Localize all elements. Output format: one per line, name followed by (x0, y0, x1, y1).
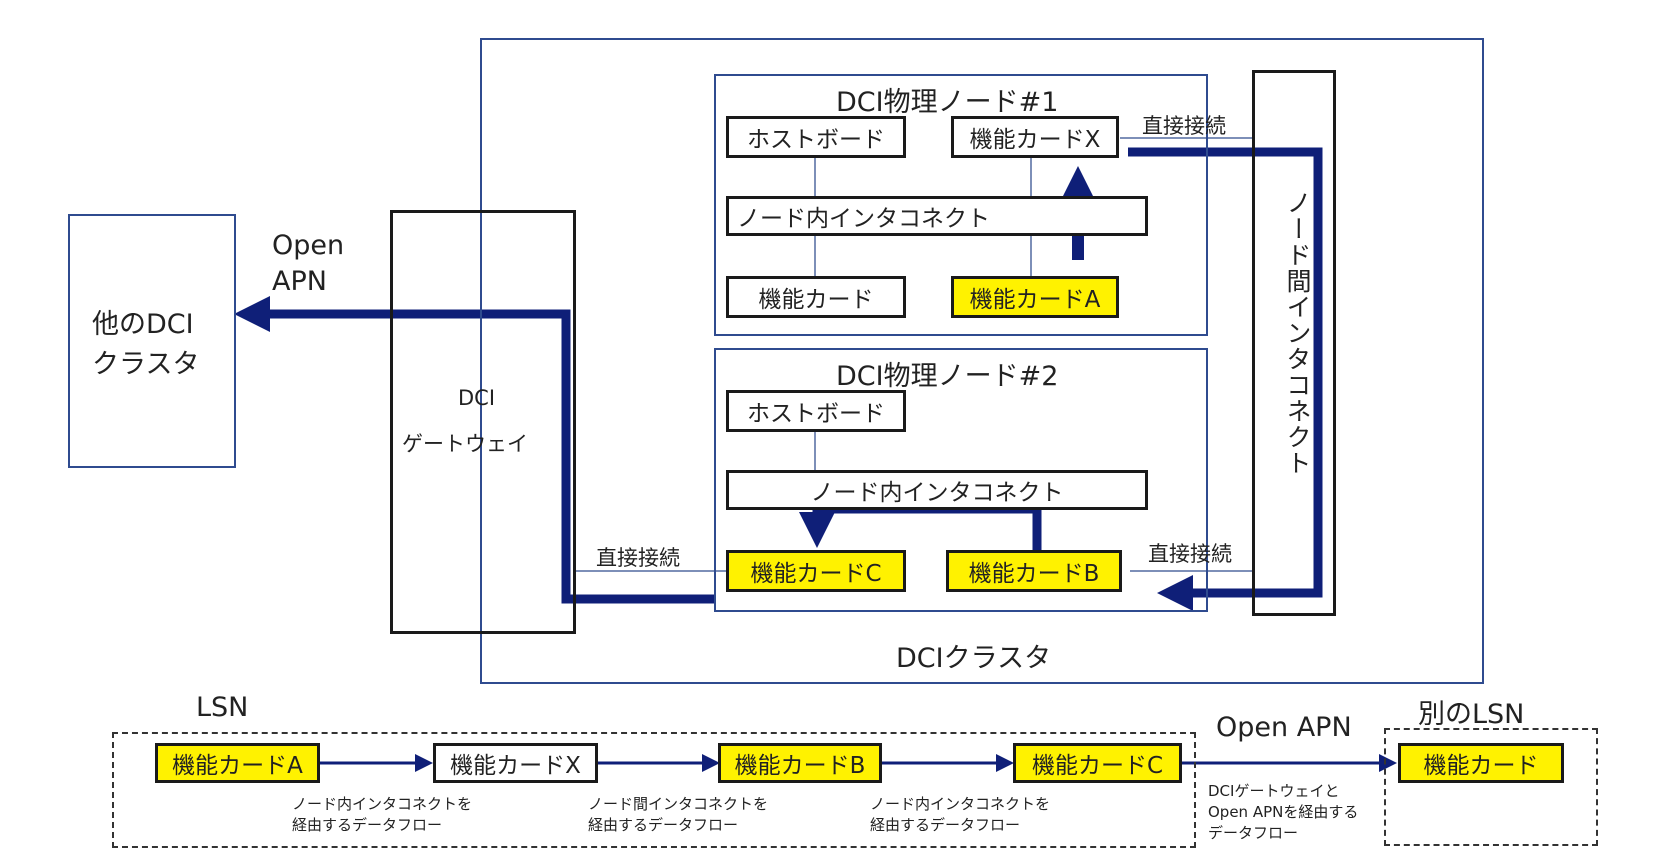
other-cluster-label-2: クラスタ (92, 349, 200, 380)
inter-node-interconnect-box (1252, 70, 1336, 616)
lsn-flow-2-line2: 経由するデータフロー (588, 816, 739, 834)
inter-node-interconnect-label: ノード間インタコネクト (1283, 190, 1312, 476)
open-apn-label-1: Open (272, 230, 345, 261)
open-apn-label-2: APN (272, 266, 327, 297)
other-cluster-box (68, 214, 236, 468)
gateway-label-1: DCI (458, 386, 496, 410)
lsn-flow-3-line2: 経由するデータフロー (870, 816, 1021, 834)
open-apn-bottom-label: Open APN (1216, 712, 1352, 743)
lsn-title: LSN (196, 692, 249, 723)
node2-card-c: 機能カードC (726, 550, 906, 592)
node2-frame (714, 348, 1208, 612)
dci-gateway-box (390, 210, 576, 634)
gateway-flow-line1: DCIゲートウェイと (1208, 782, 1340, 800)
lsn-flow-1-line1: ノード内インタコネクトを (292, 795, 473, 813)
lsn-card-c: 機能カードC (1013, 743, 1182, 783)
other-lsn-dashed-frame (1384, 728, 1598, 846)
lsn-flow-2-line1: ノード間インタコネクトを (588, 795, 769, 813)
lsn-flow-1-line2: 経由するデータフロー (292, 816, 443, 834)
dci-cluster-frame (480, 38, 1484, 684)
other-cluster-label-1: 他のDCI (92, 309, 194, 340)
node2-card-b: 機能カードB (946, 550, 1122, 592)
direct-link-label-1: 直接接続 (1142, 114, 1226, 138)
gateway-flow-line2: Open APNを経由する (1208, 803, 1359, 821)
other-lsn-card: 機能カード (1398, 743, 1564, 783)
node1-frame (714, 74, 1208, 336)
lsn-card-b: 機能カードB (718, 743, 882, 783)
node2-title: DCI物理ノード#2 (836, 361, 1059, 392)
gateway-flow-line3: データフロー (1208, 824, 1299, 842)
node1-title: DCI物理ノード#1 (836, 87, 1059, 118)
dci-cluster-label: DCIクラスタ (896, 643, 1052, 674)
lsn-card-x: 機能カードX (433, 743, 598, 783)
lsn-flow-3-line1: ノード内インタコネクトを (870, 795, 1051, 813)
flow-x-to-b (1128, 147, 1323, 611)
node1-interconnect: ノード内インタコネクト (726, 196, 1148, 236)
direct-link-label-3: 直接接続 (1148, 542, 1232, 566)
other-lsn-title: 別のLSN (1418, 699, 1525, 730)
flow-c-to-other-cluster (234, 296, 716, 604)
lsn-card-a: 機能カードA (155, 743, 320, 783)
node2-interconnect: ノード内インタコネクト (726, 470, 1148, 510)
node2-host-board: ホストボード (726, 390, 906, 432)
lsn-dashed-frame (112, 732, 1196, 848)
direct-link-label-2: 直接接続 (596, 546, 680, 570)
node1-card-x: 機能カードX (951, 116, 1119, 158)
node1-card-a: 機能カードA (951, 276, 1119, 318)
node1-card-plain: 機能カード (726, 276, 906, 318)
node1-host-board: ホストボード (726, 116, 906, 158)
gateway-label-2: ゲートウェイ (402, 432, 528, 456)
